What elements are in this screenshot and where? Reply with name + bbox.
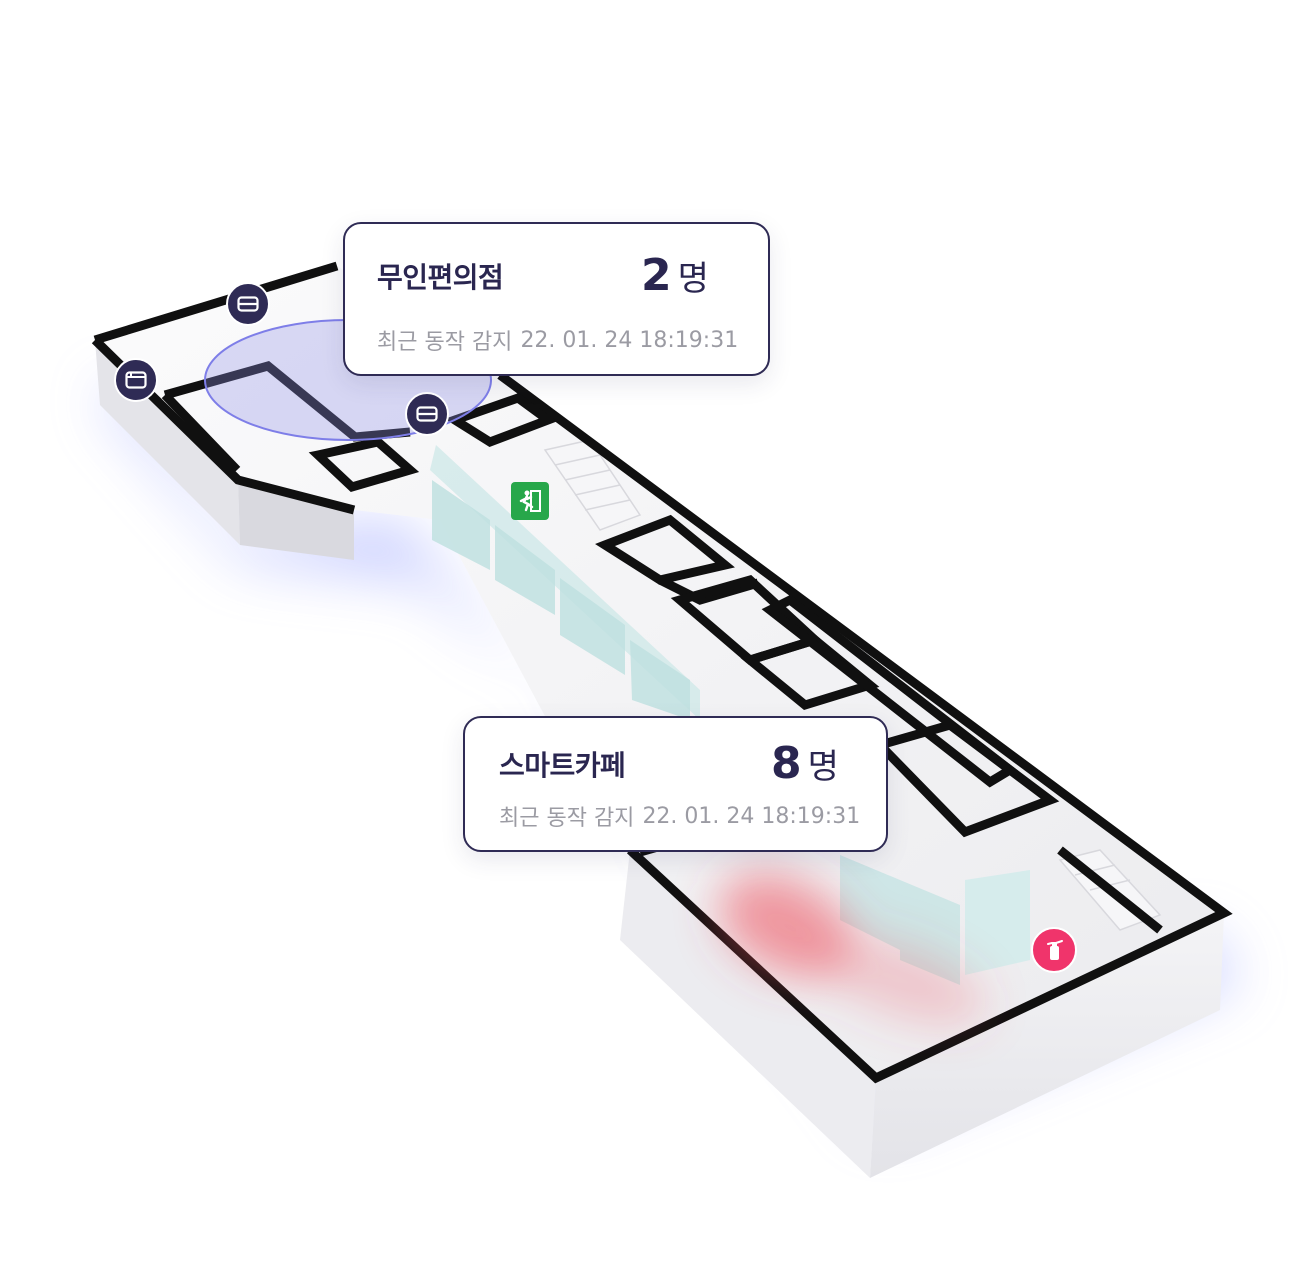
- occupancy-count: 2 명: [641, 250, 709, 301]
- zone-card-store[interactable]: 무인편의점 2 명 최근 동작 감지 22. 01. 24 18:19:31: [343, 222, 770, 376]
- zone-name: 스마트카페: [499, 749, 626, 782]
- walls: [91, 261, 1233, 1084]
- occupancy-number: 8: [771, 738, 802, 789]
- side-wall-bottom: [620, 850, 876, 1178]
- side-wall-front: [238, 480, 354, 560]
- camera-icon[interactable]: [114, 358, 158, 402]
- heat-zone: [719, 873, 986, 1026]
- fire-extinguisher-icon[interactable]: [1031, 927, 1077, 973]
- ambient-glow: [100, 380, 1240, 1130]
- last-detection-label: 최근 동작 감지: [377, 330, 513, 355]
- glass-partitions: [430, 445, 1030, 985]
- last-detection: 최근 동작 감지 22. 01. 24 18:19:31: [377, 324, 738, 356]
- motion-sensor-icon[interactable]: [405, 392, 449, 436]
- motion-sensor-icon[interactable]: [226, 282, 270, 326]
- last-detection-label: 최근 동작 감지: [499, 806, 635, 831]
- zone-name: 무인편의점: [377, 261, 504, 294]
- occupancy-count: 8 명: [771, 738, 839, 789]
- last-detection-time: 22. 01. 24 18:19:31: [642, 803, 861, 829]
- occupancy-unit: 명: [677, 259, 709, 299]
- last-detection: 최근 동작 감지 22. 01. 24 18:19:31: [499, 800, 860, 832]
- emergency-exit-icon: [511, 482, 549, 520]
- zone-card-cafe[interactable]: 스마트카페 8 명 최근 동작 감지 22. 01. 24 18:19:31: [463, 716, 888, 852]
- side-wall-end: [870, 913, 1224, 1178]
- last-detection-time: 22. 01. 24 18:19:31: [520, 327, 739, 353]
- building: [91, 261, 1233, 1178]
- occupancy-number: 2: [641, 250, 672, 301]
- occupancy-unit: 명: [807, 747, 839, 787]
